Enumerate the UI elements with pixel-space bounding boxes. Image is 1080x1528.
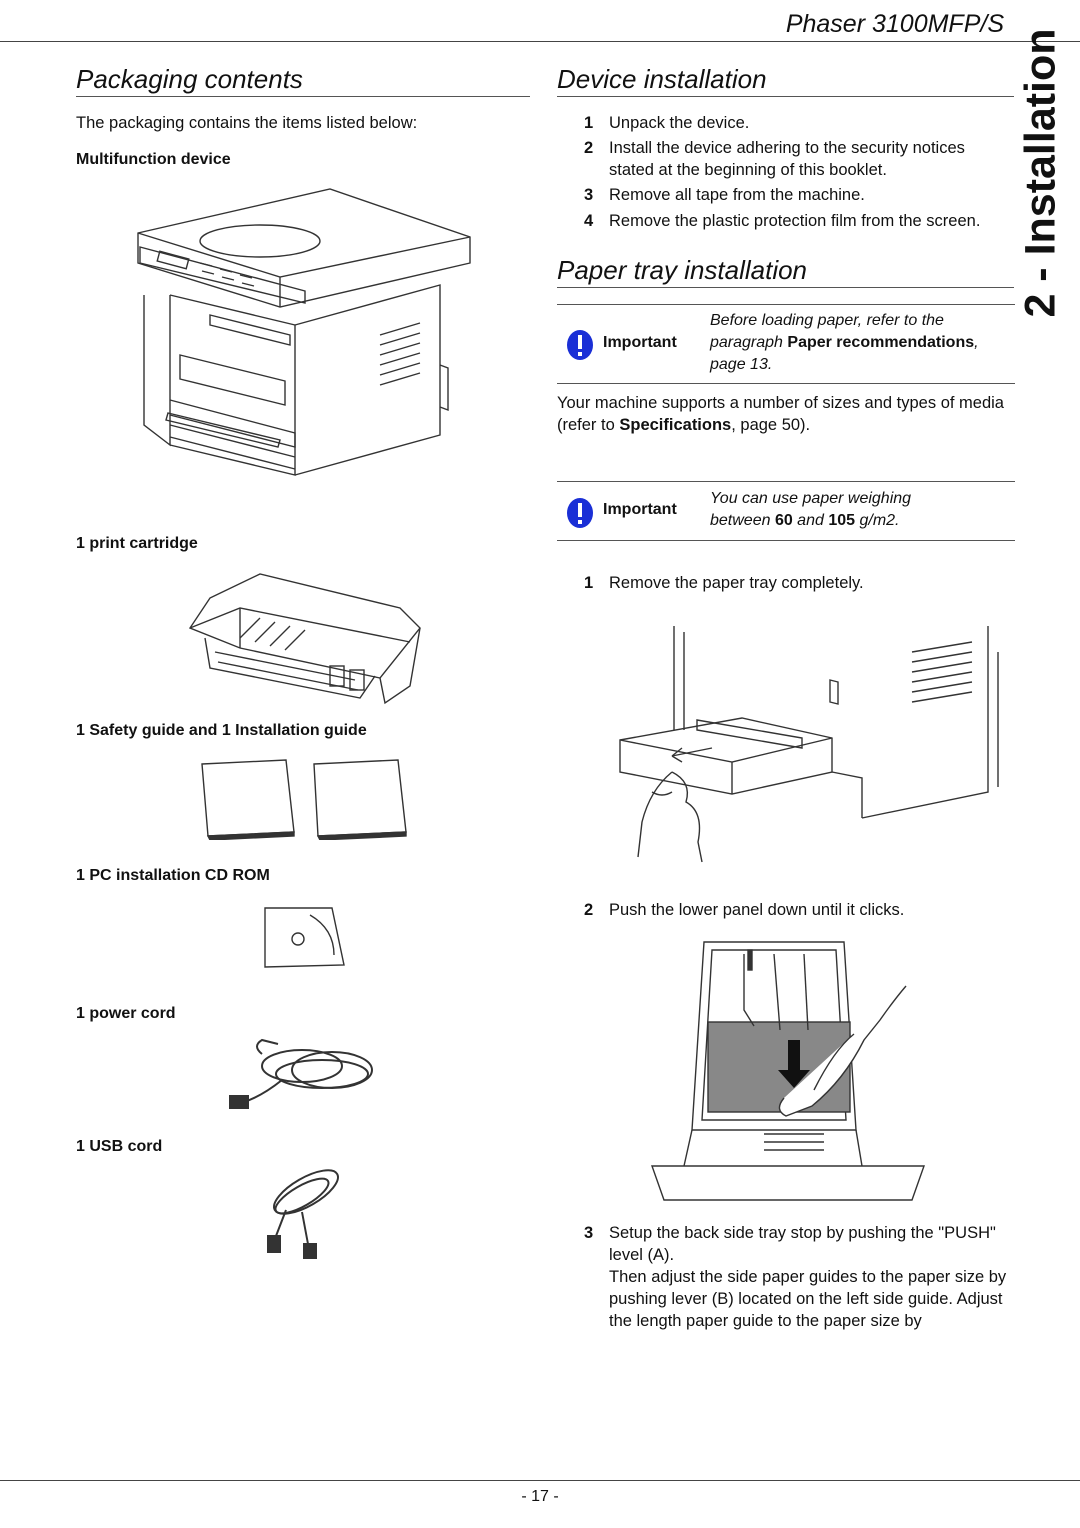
media-support-text: Your machine supports a number of sizes … bbox=[557, 392, 1007, 436]
packaging-intro: The packaging contains the items listed … bbox=[76, 114, 418, 132]
text-part: Your machine supports a number of sizes … bbox=[557, 394, 1004, 434]
important-note-bottom-rule bbox=[557, 383, 1015, 384]
chapter-tab-label: 2 - Installation bbox=[1016, 27, 1065, 318]
packaging-heading: Packaging contents bbox=[76, 64, 303, 94]
important-note-bottom-rule bbox=[557, 540, 1015, 541]
chapter-tab: 2 - Installation bbox=[1012, 28, 1070, 317]
step-number: 1 bbox=[584, 574, 594, 592]
step-text: Remove the plastic protection film from … bbox=[609, 212, 981, 230]
note-text-part: and bbox=[792, 512, 829, 529]
step-text: Remove all tape from the machine. bbox=[609, 186, 865, 204]
device-installation-heading-rule bbox=[557, 96, 1014, 97]
note-text-bold: 60 bbox=[774, 512, 793, 529]
push-lower-panel-illustration bbox=[651, 941, 925, 1201]
remove-paper-tray-illustration bbox=[619, 626, 999, 863]
item-label-cartridge: 1 print cartridge bbox=[76, 535, 198, 552]
note-text-bold: 105 bbox=[828, 512, 856, 529]
document-title: Phaser 3100MFP/S bbox=[785, 10, 1004, 38]
important-note-text: You can use paper weighing between 60 an… bbox=[710, 488, 970, 532]
important-icon bbox=[567, 498, 593, 528]
note-text-bold: Paper recommendations bbox=[787, 334, 975, 351]
step-text: Remove the paper tray completely. bbox=[609, 574, 864, 592]
guide-booklets-illustration bbox=[201, 759, 407, 840]
multifunction-device-illustration bbox=[137, 188, 471, 476]
text-part: , page 50). bbox=[731, 416, 811, 434]
print-cartridge-illustration bbox=[188, 573, 421, 705]
usb-cord-illustration bbox=[267, 1169, 339, 1259]
step-text: Setup the back side tray stop by pushing… bbox=[609, 1224, 996, 1264]
step-number: 1 bbox=[584, 114, 594, 132]
paper-tray-heading-rule bbox=[557, 287, 1014, 288]
important-note-text: Before loading paper, refer to the parag… bbox=[710, 310, 1010, 376]
step-text: Unpack the device. bbox=[609, 114, 750, 132]
note-text-part: You can use paper weighing between bbox=[710, 490, 912, 529]
step-number: 4 bbox=[584, 212, 594, 230]
step-number: 2 bbox=[584, 901, 594, 919]
note-text-part: g/m2. bbox=[855, 512, 900, 529]
device-installation-heading: Device installation bbox=[557, 64, 767, 94]
step-text: Then adjust the side paper guides to the… bbox=[609, 1268, 1007, 1330]
footer-rule bbox=[0, 1480, 1080, 1481]
item-label-power-cord: 1 power cord bbox=[76, 1005, 176, 1022]
important-icon bbox=[567, 330, 593, 360]
paper-tray-heading: Paper tray installation bbox=[557, 255, 808, 285]
specifications-link: Specifications bbox=[619, 416, 732, 434]
item-label-device: Multifunction device bbox=[76, 151, 231, 168]
cd-rom-illustration bbox=[264, 907, 345, 968]
page-number: - 17 - bbox=[521, 1488, 559, 1505]
step-number: 2 bbox=[584, 139, 594, 157]
packaging-heading-rule bbox=[76, 96, 530, 97]
item-label-usb-cord: 1 USB cord bbox=[76, 1138, 163, 1155]
power-cord-illustration bbox=[229, 1038, 373, 1109]
important-note-top-rule bbox=[557, 481, 1015, 482]
header-rule bbox=[0, 41, 1080, 42]
step-text: Push the lower panel down until it click… bbox=[609, 901, 905, 919]
note-text-part: Before loading paper, refer to the parag… bbox=[710, 312, 944, 351]
item-label-cdrom: 1 PC installation CD ROM bbox=[76, 867, 270, 884]
important-note-top-rule bbox=[557, 304, 1015, 305]
step-text: Install the device adhering to the secur… bbox=[609, 139, 965, 179]
step-number: 3 bbox=[584, 1224, 594, 1242]
step-number: 3 bbox=[584, 186, 594, 204]
item-label-guides: 1 Safety guide and 1 Installation guide bbox=[76, 722, 367, 739]
important-label: Important bbox=[603, 501, 677, 518]
important-label: Important bbox=[603, 334, 677, 351]
note-text-part: , page 13. bbox=[710, 334, 979, 373]
